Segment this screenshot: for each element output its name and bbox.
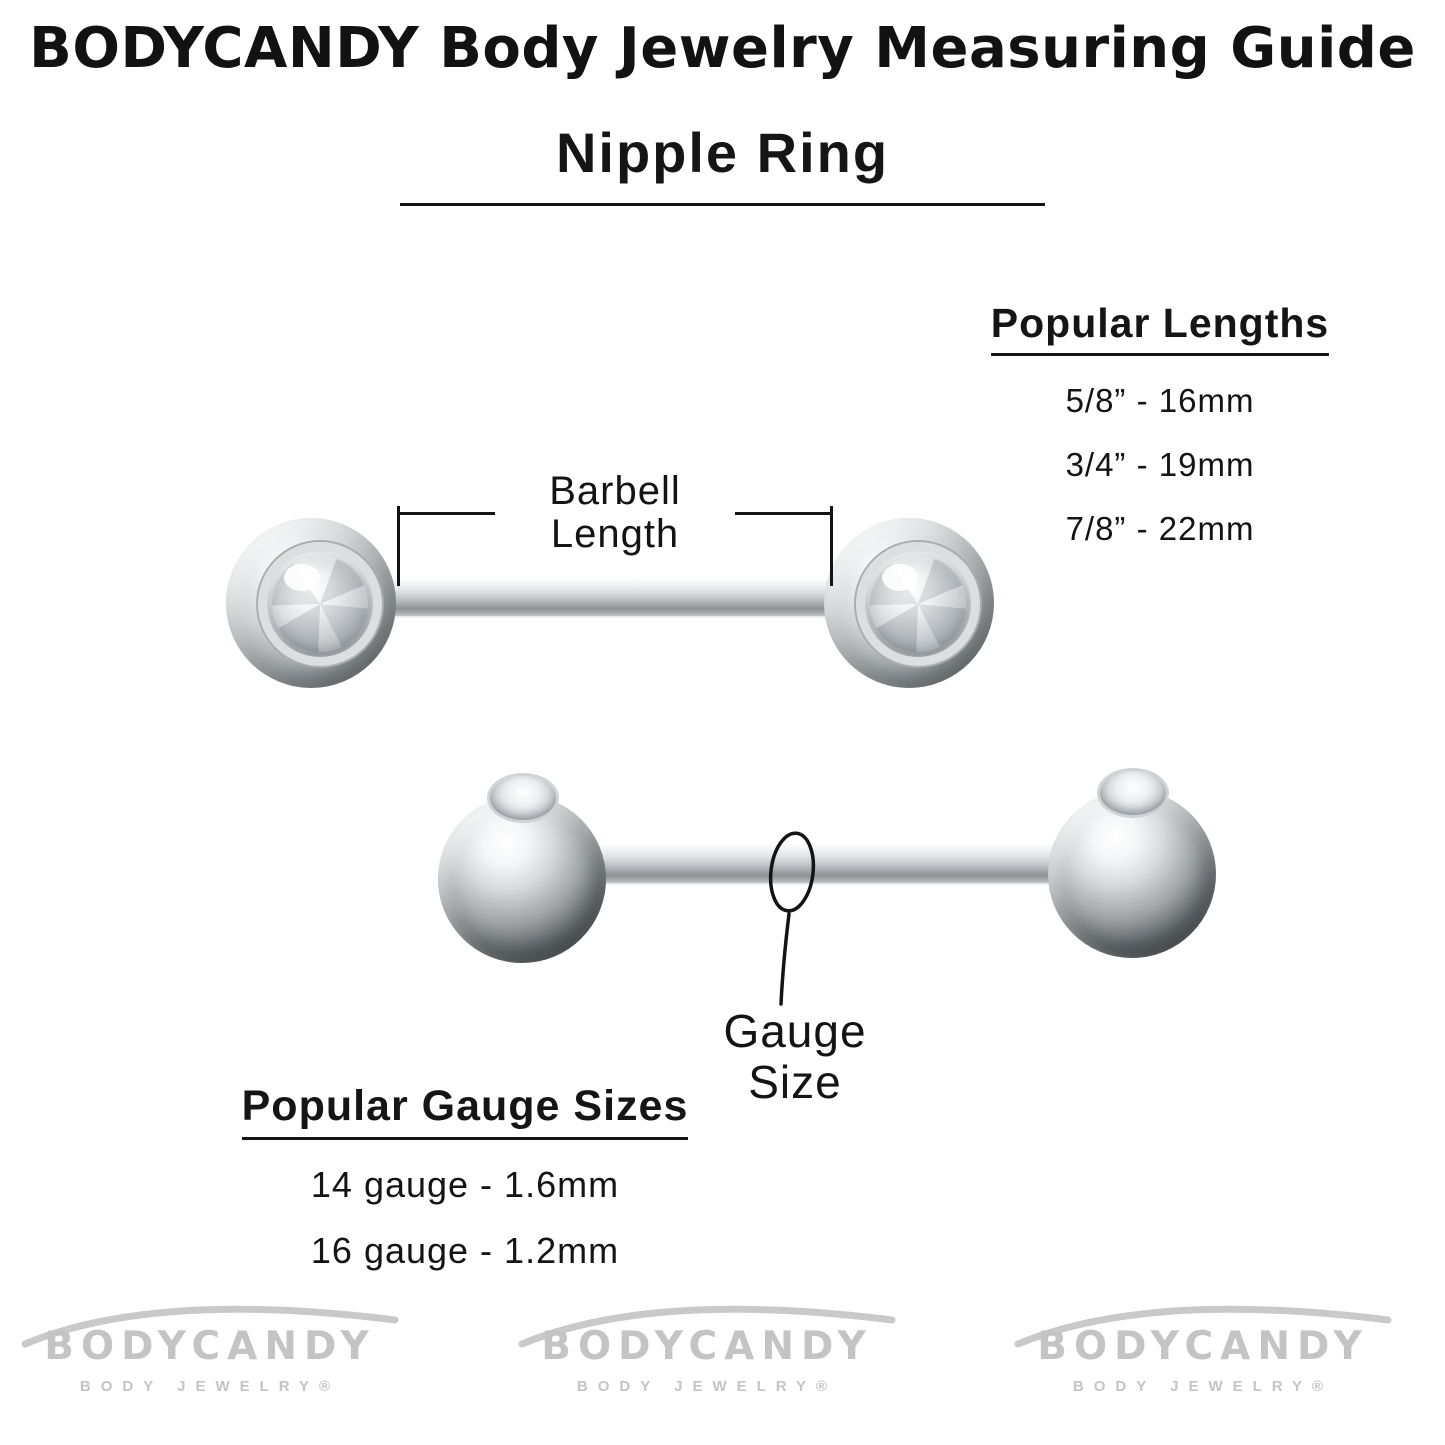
gauge-size-label-line1: Gauge [723, 1005, 867, 1057]
measurement-tick-right [830, 506, 833, 586]
popular-gauges-heading: Popular Gauge Sizes [241, 1082, 689, 1140]
gem-top-right-icon [1100, 771, 1166, 815]
popular-lengths-section: Popular Lengths 5/8” - 16mm 3/4” - 19mm … [985, 300, 1335, 548]
subtitle-underline [400, 203, 1045, 206]
gauge-ellipse-icon [768, 831, 816, 1006]
page-title: BODYCANDY Body Jewelry Measuring Guide [29, 16, 1416, 81]
popular-gauges-section: Popular Gauge Sizes 14 gauge - 1.6mm 16 … [240, 1082, 690, 1272]
brand-swoosh-icon [21, 1305, 399, 1348]
popular-lengths-heading: Popular Lengths [990, 300, 1330, 356]
brand-wordmark: BODYCANDY [541, 1324, 873, 1369]
brand-wordmark: BODYCANDY [44, 1324, 376, 1369]
gauge-size-label-line2: Size [748, 1055, 842, 1108]
barbell-side-ball-left [438, 795, 606, 963]
barbell-length-label-line1: Barbell [549, 469, 681, 513]
brand-subtext: BODY JEWELRY® [1072, 1378, 1334, 1395]
brand-swoosh-icon [1014, 1305, 1392, 1348]
barbell-front-shaft [370, 580, 850, 616]
brand-watermark-right: BODYCANDY BODY JEWELRY® [1008, 1296, 1398, 1411]
barbell-length-label-line2: Length [550, 512, 680, 557]
barbell-length-label: Barbell Length [495, 468, 735, 559]
gem-crystal-right-icon [856, 542, 980, 666]
brand-watermark-left: BODYCANDY BODY JEWELRY® [15, 1296, 405, 1411]
subtitle-nipple-ring: Nipple Ring [555, 121, 890, 184]
gauge-size-label: Gauge Size [690, 1006, 900, 1107]
brand-subtext: BODY JEWELRY® [576, 1378, 838, 1395]
gauge-item-2: 16 gauge - 1.2mm [310, 1230, 620, 1271]
gem-top-left-icon [490, 776, 556, 820]
barbell-side-shaft [560, 845, 1090, 883]
length-item-1: 5/8” - 16mm [1065, 382, 1255, 419]
brand-swoosh-icon [518, 1305, 896, 1348]
barbell-side-ball-right [1048, 790, 1216, 958]
measurement-tick-left [397, 506, 400, 586]
brand-wordmark: BODYCANDY [1037, 1324, 1369, 1369]
length-item-3: 7/8” - 22mm [1065, 510, 1255, 547]
gem-crystal-left-icon [258, 542, 382, 666]
gauge-item-1: 14 gauge - 1.6mm [310, 1164, 620, 1205]
brand-subtext: BODY JEWELRY® [79, 1378, 341, 1395]
length-item-2: 3/4” - 19mm [1065, 446, 1255, 483]
brand-watermark-center: BODYCANDY BODY JEWELRY® [512, 1296, 902, 1411]
